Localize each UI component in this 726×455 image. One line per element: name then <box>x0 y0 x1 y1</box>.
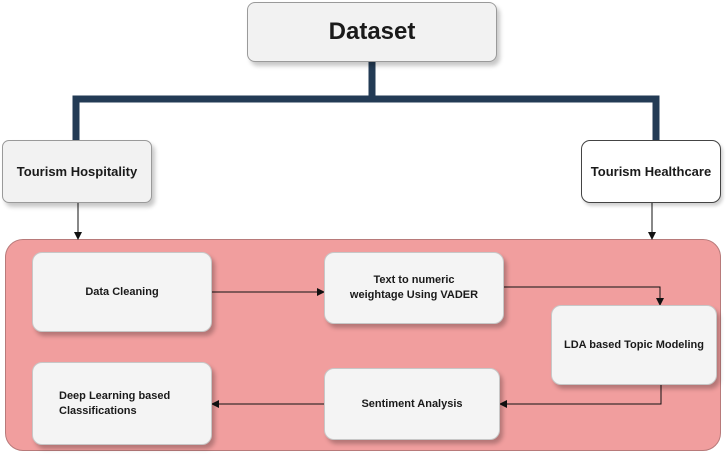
tree-connector <box>72 62 660 140</box>
vader-to-lda-arrow <box>504 286 664 306</box>
lda-topic-modeling-label: LDA based Topic Modeling <box>564 338 704 351</box>
tourism-healthcare-label: Tourism Healthcare <box>590 164 712 179</box>
tourism-healthcare-node: Tourism Healthcare <box>581 140 721 203</box>
sentiment-analysis-step: Sentiment Analysis <box>324 368 500 440</box>
tourism-hospitality-label: Tourism Hospitality <box>16 164 138 179</box>
tourism-hospitality-node: Tourism Hospitality <box>2 140 152 203</box>
data-cleaning-label: Data Cleaning <box>85 285 159 298</box>
dataset-label: Dataset <box>328 18 416 45</box>
vader-weightage-step: Text to numeric weightage Using VADER <box>324 252 504 324</box>
deep-learning-label: Deep Learning based Classifications <box>59 389 171 417</box>
deep-learning-step: Deep Learning based Classifications <box>32 362 212 445</box>
dataset-node: Dataset <box>247 2 497 62</box>
sentiment-analysis-label: Sentiment Analysis <box>361 397 463 410</box>
lda-to-sentiment-arrow <box>499 385 662 408</box>
vader-weightage-label: Text to numeric weightage Using VADER <box>349 274 479 301</box>
data-cleaning-step: Data Cleaning <box>32 252 212 332</box>
lda-topic-modeling-step: LDA based Topic Modeling <box>551 305 717 385</box>
